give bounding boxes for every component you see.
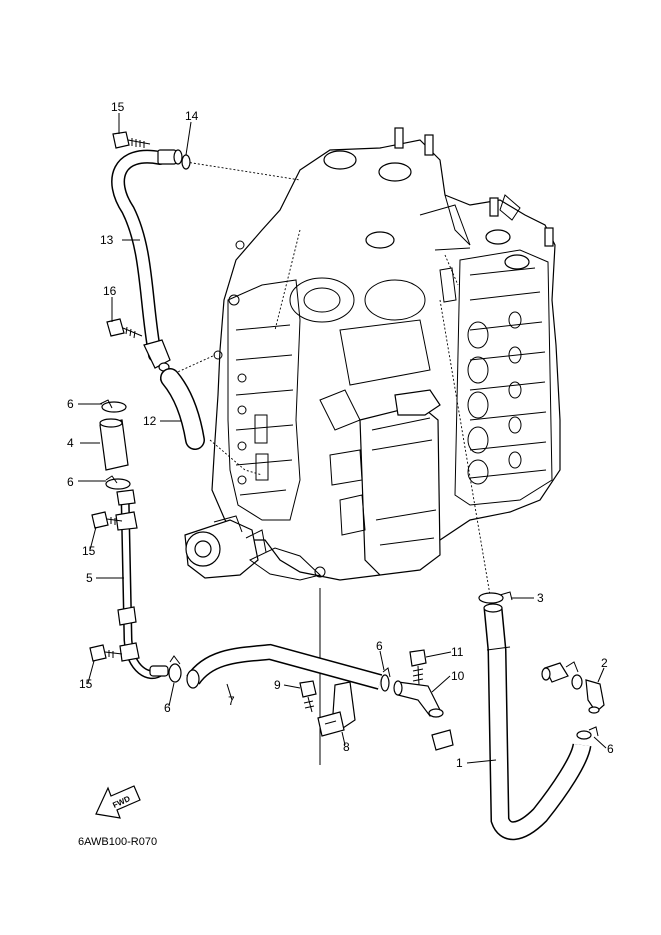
bolt-15-mid bbox=[91, 511, 123, 529]
callout-6: 6 bbox=[376, 639, 383, 653]
hose-7 bbox=[186, 643, 383, 690]
callout-6: 6 bbox=[67, 475, 74, 489]
callout-2: 2 bbox=[601, 656, 608, 670]
hose-1 bbox=[483, 603, 592, 841]
clamp-3 bbox=[478, 591, 513, 604]
bolt-11 bbox=[409, 649, 427, 686]
callout-6: 6 bbox=[607, 742, 614, 756]
fitting-10 bbox=[393, 680, 454, 751]
clamp-6-center bbox=[380, 667, 391, 692]
bolt-16 bbox=[106, 318, 143, 339]
callout-8: 8 bbox=[343, 740, 350, 754]
callout-15: 15 bbox=[111, 100, 125, 114]
elbow-2 bbox=[541, 661, 605, 714]
callout-labels: 15 14 13 16 6 12 4 6 15 5 15 6 7 9 8 6 1… bbox=[67, 100, 614, 770]
diagram-code: 6AWB100-R070 bbox=[78, 836, 157, 848]
leader-lines bbox=[78, 113, 607, 764]
clamp-6-right bbox=[576, 726, 599, 740]
callout-6: 6 bbox=[164, 701, 171, 715]
callout-14: 14 bbox=[185, 109, 199, 123]
bolt-15-low bbox=[89, 644, 123, 662]
clamp-6-lowerleft bbox=[168, 655, 182, 683]
callout-15: 15 bbox=[79, 677, 93, 691]
clamp-6-upper bbox=[99, 399, 127, 413]
o-ring-14 bbox=[181, 154, 191, 170]
callout-10: 10 bbox=[451, 669, 465, 683]
clamp-6-mid bbox=[105, 475, 131, 490]
engine-block bbox=[184, 127, 561, 581]
hose-13 bbox=[111, 149, 183, 372]
callout-9: 9 bbox=[274, 678, 281, 692]
pipe-5 bbox=[115, 489, 169, 680]
fwd-arrow: FWD bbox=[95, 785, 141, 819]
bolt-15-top bbox=[112, 131, 151, 149]
callout-16: 16 bbox=[103, 284, 117, 298]
reference-lines bbox=[159, 161, 491, 765]
callout-11: 11 bbox=[451, 645, 464, 659]
bolt-9 bbox=[299, 680, 317, 713]
callout-15: 15 bbox=[82, 544, 96, 558]
hose-12 bbox=[160, 368, 205, 450]
bracket-8 bbox=[317, 681, 356, 737]
callout-7: 7 bbox=[228, 694, 235, 708]
callout-6: 6 bbox=[67, 397, 74, 411]
callout-4: 4 bbox=[67, 436, 74, 450]
callout-12: 12 bbox=[143, 414, 157, 428]
callout-1: 1 bbox=[456, 756, 463, 770]
hose-4 bbox=[99, 418, 129, 471]
callout-5: 5 bbox=[86, 571, 93, 585]
callout-13: 13 bbox=[100, 233, 114, 247]
callout-3: 3 bbox=[537, 591, 544, 605]
